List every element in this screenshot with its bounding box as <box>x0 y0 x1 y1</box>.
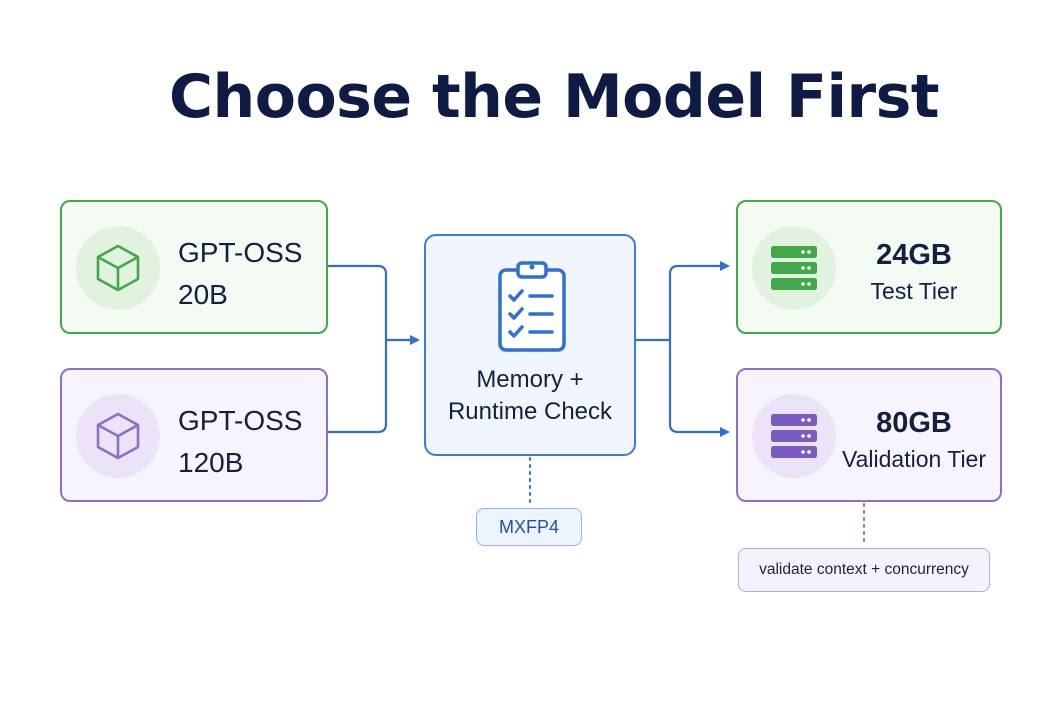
check-label-line1: Memory + <box>476 366 584 393</box>
model-card-20b[interactable]: GPT-OSS 20B <box>60 200 328 334</box>
cube-icon-wrapper <box>76 226 160 310</box>
server-icon-wrapper <box>752 394 836 478</box>
tier-name: Validation Tier <box>841 446 987 472</box>
cube-icon-wrapper <box>76 394 160 478</box>
connector-model2 <box>328 340 388 434</box>
tier-name: Test Tier <box>870 278 958 304</box>
memory-runtime-check-card[interactable]: Memory + Runtime Check <box>424 234 636 456</box>
model-label: GPT-OSS 120B <box>178 400 302 484</box>
clipboard-checklist-icon <box>498 261 566 352</box>
model-size: 20B <box>178 279 228 310</box>
model-label: GPT-OSS 20B <box>178 232 302 316</box>
tier-card-80gb[interactable]: 80GB Validation Tier <box>736 368 1002 502</box>
page-title: Choose the Model First <box>168 62 940 132</box>
validation-note: validate context + concurrency <box>738 548 990 592</box>
model-name: GPT-OSS <box>178 405 303 436</box>
arrow-to-tier1 <box>668 261 730 340</box>
check-label-line2: Runtime Check <box>447 398 613 425</box>
tier-label: 24GB Test Tier <box>828 236 1000 308</box>
arrow-to-tier2 <box>668 340 730 437</box>
tier-size: 24GB <box>876 239 952 271</box>
cube-icon <box>96 244 140 292</box>
model-size: 120B <box>178 447 244 478</box>
check-label: Memory + Runtime Check <box>426 364 634 428</box>
server-icon <box>771 246 817 290</box>
tier-label: 80GB Validation Tier <box>828 404 1000 476</box>
mxfp4-tag: MXFP4 <box>476 508 582 546</box>
cube-icon <box>96 412 140 460</box>
model-card-120b[interactable]: GPT-OSS 120B <box>60 368 328 502</box>
model-name: GPT-OSS <box>178 237 303 268</box>
server-icon-wrapper <box>752 226 836 310</box>
connector-model1 <box>328 264 388 340</box>
tier-size: 80GB <box>876 407 952 439</box>
tier-card-24gb[interactable]: 24GB Test Tier <box>736 200 1002 334</box>
server-icon <box>771 414 817 458</box>
